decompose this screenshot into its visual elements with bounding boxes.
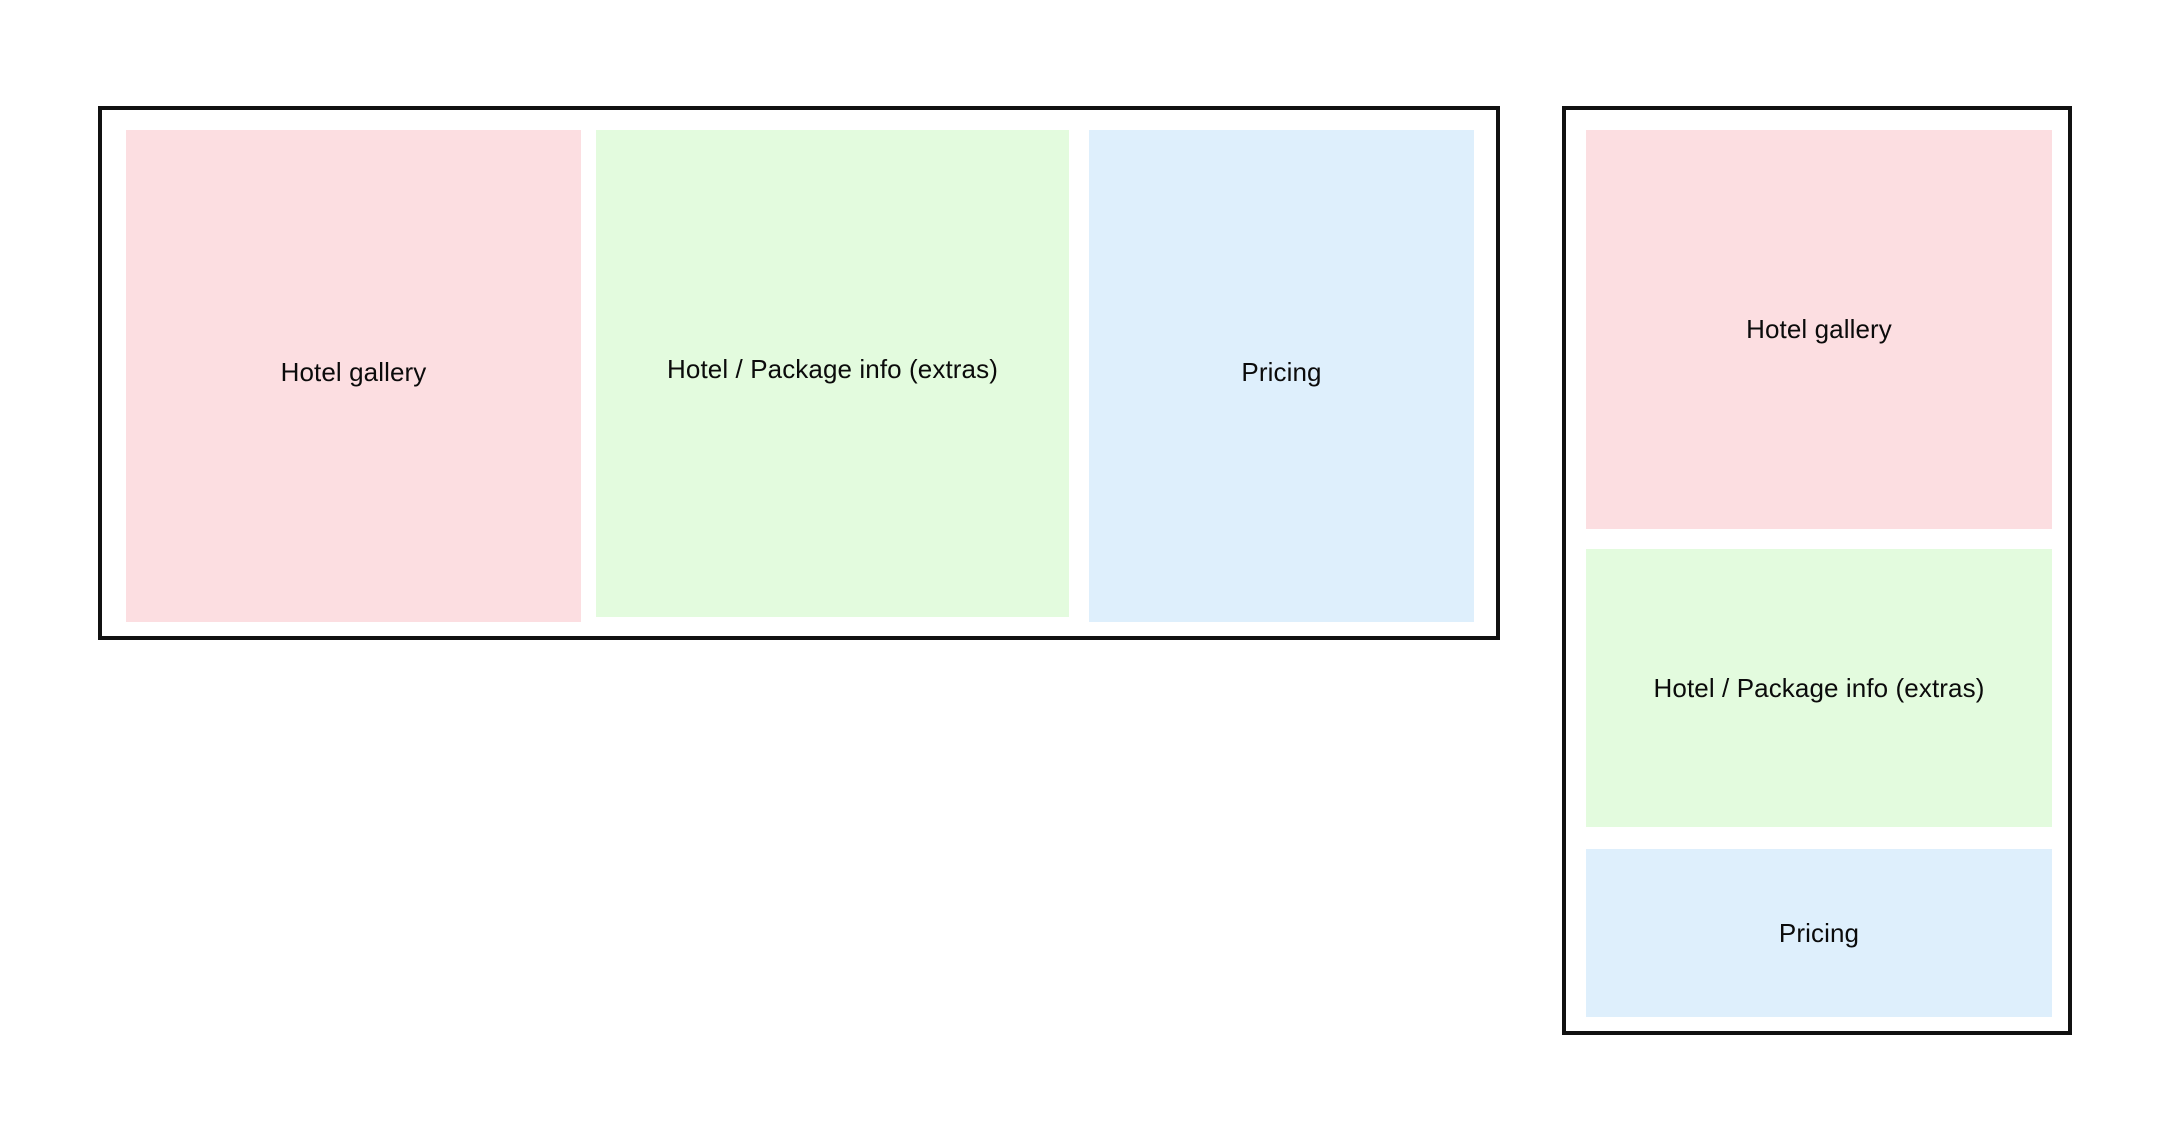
desktop-layout-panel: Hotel gallery Hotel / Package info (extr… [98,106,1500,640]
desktop-block-hotel-gallery[interactable]: Hotel gallery [126,130,581,622]
mobile-block-hotel-package-info[interactable]: Hotel / Package info (extras) [1586,549,2052,827]
mobile-block-hotel-gallery[interactable]: Hotel gallery [1586,130,2052,529]
desktop-block-hotel-gallery-label: Hotel gallery [280,356,427,387]
desktop-block-hotel-package-info[interactable]: Hotel / Package info (extras) [596,130,1069,617]
mobile-block-hotel-gallery-label: Hotel gallery [1746,314,1892,345]
desktop-block-pricing-label: Pricing [1241,356,1322,387]
desktop-block-hotel-package-info-label: Hotel / Package info (extras) [667,354,998,385]
mobile-block-hotel-package-info-label: Hotel / Package info (extras) [1653,672,1985,703]
mobile-layout-panel: Hotel gallery Hotel / Package info (extr… [1562,106,2072,1035]
desktop-block-pricing[interactable]: Pricing [1089,130,1474,622]
mobile-block-pricing[interactable]: Pricing [1586,849,2052,1017]
mobile-block-pricing-label: Pricing [1778,917,1860,948]
